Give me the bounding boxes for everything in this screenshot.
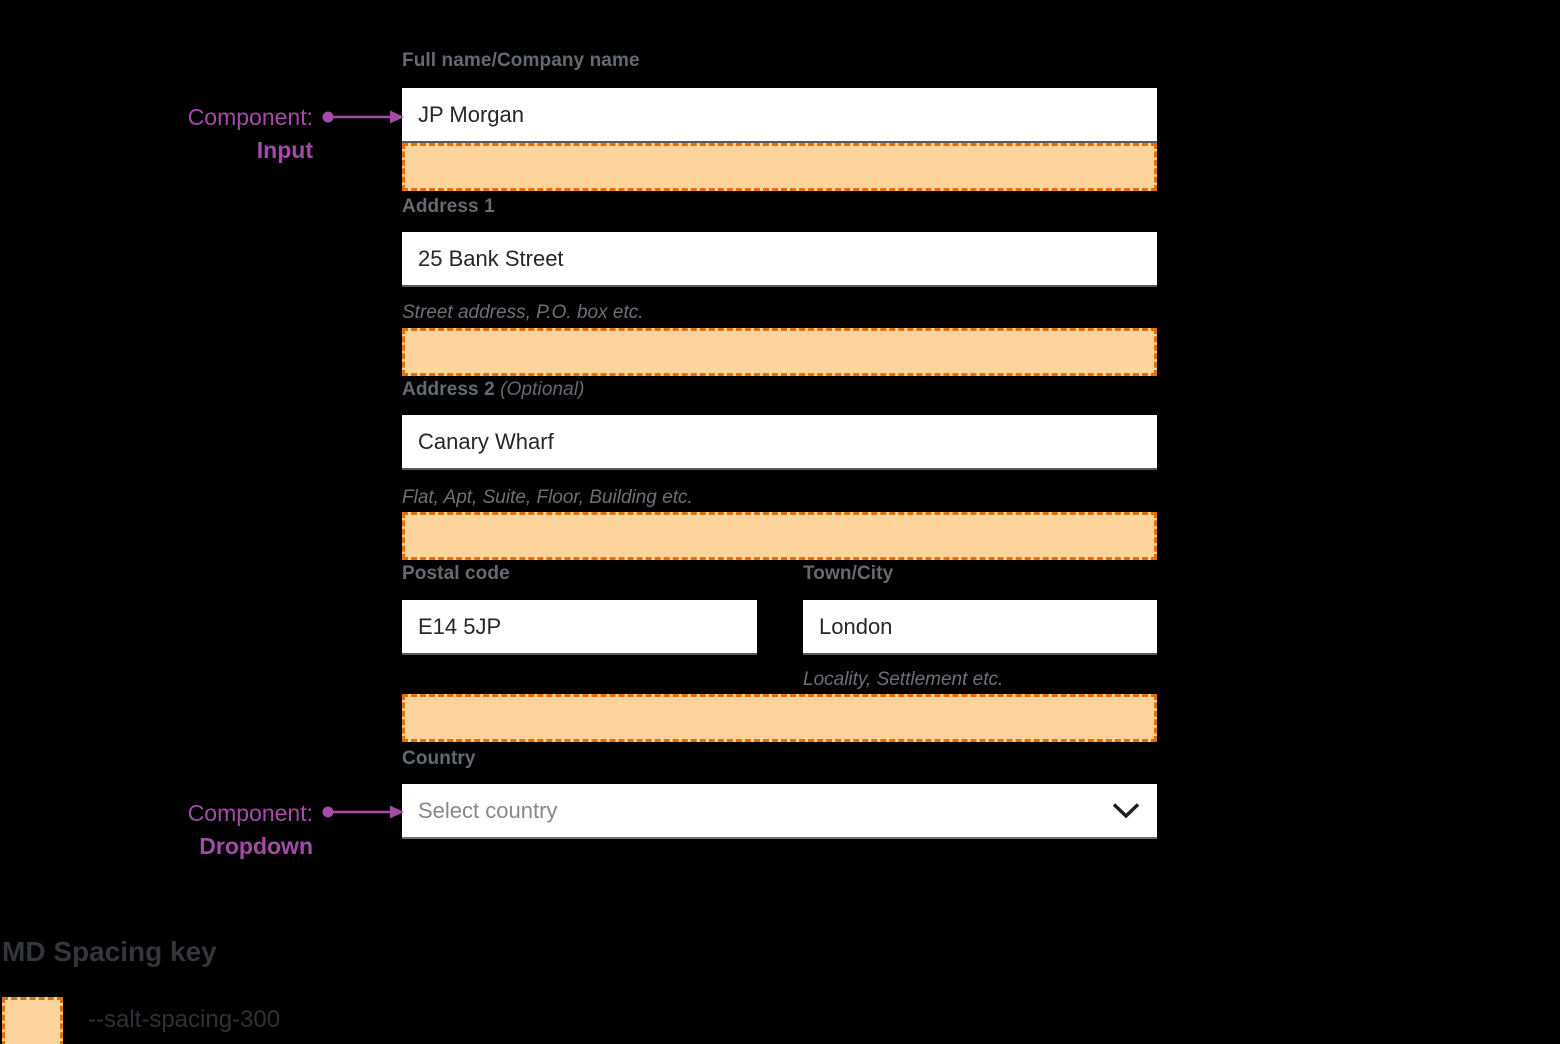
annotation-input-component: Input <box>256 137 313 163</box>
postal-code-input[interactable] <box>402 600 757 655</box>
spacing-block-300 <box>402 328 1157 376</box>
annotation-input-prefix: Component: <box>187 104 313 130</box>
spacing-swatch <box>2 997 63 1044</box>
annotation-input: Component: Input <box>0 101 313 167</box>
address1-label: Address 1 <box>402 196 495 217</box>
address2-input[interactable] <box>402 415 1157 470</box>
address1-helper-text: Street address, P.O. box etc. <box>402 302 644 323</box>
address2-label: Address 2 (Optional) <box>402 379 585 401</box>
chevron-down-icon <box>1112 803 1140 819</box>
annotation-dropdown-prefix: Component: <box>187 800 313 826</box>
annotation-arrow-input-icon <box>322 110 404 124</box>
spacing-key-title: MD Spacing key <box>2 936 217 967</box>
address2-label-text: Address 2 <box>402 379 495 400</box>
postal-code-label: Postal code <box>402 563 510 584</box>
spacing-block-300 <box>402 512 1157 560</box>
annotation-arrow-dropdown-icon <box>322 805 404 819</box>
town-city-input[interactable] <box>803 600 1157 655</box>
address2-optional-text: (Optional) <box>500 379 585 400</box>
town-city-helper-text: Locality, Settlement etc. <box>803 669 1004 690</box>
spacing-block-300 <box>402 694 1157 742</box>
annotation-dropdown-component: Dropdown <box>199 833 313 859</box>
town-city-label: Town/City <box>803 563 894 584</box>
full-name-label: Full name/Company name <box>402 50 640 71</box>
address2-helper-text: Flat, Apt, Suite, Floor, Building etc. <box>402 487 693 508</box>
address1-input[interactable] <box>402 232 1157 287</box>
country-dropdown[interactable]: Select country <box>402 784 1157 839</box>
spacing-token-label: --salt-spacing-300 <box>88 1006 281 1033</box>
spacing-block-300 <box>402 143 1157 191</box>
country-label: Country <box>402 748 476 769</box>
annotation-dropdown: Component: Dropdown <box>0 797 313 863</box>
country-dropdown-placeholder: Select country <box>418 797 558 823</box>
full-name-input[interactable] <box>402 88 1157 143</box>
